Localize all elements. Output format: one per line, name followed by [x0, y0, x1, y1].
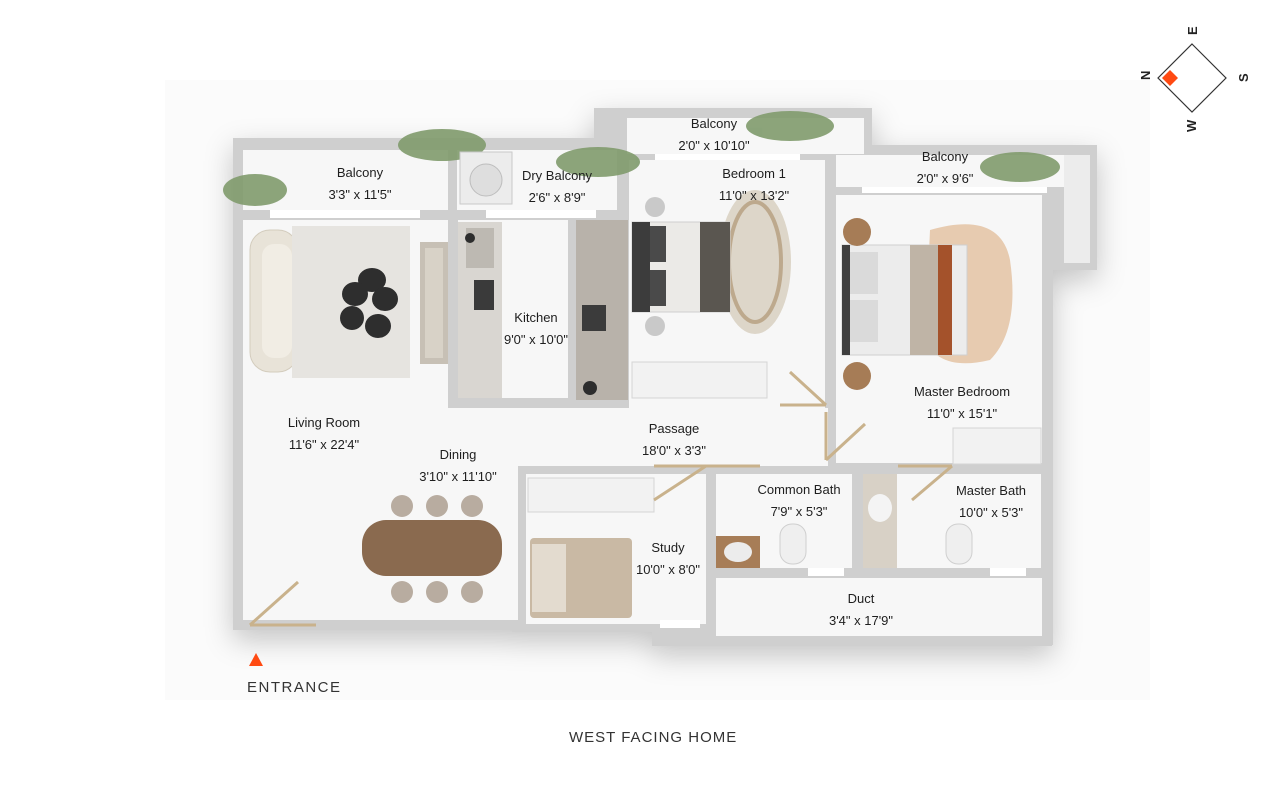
kitchen-counters [458, 220, 628, 400]
washing-machine [459, 151, 513, 205]
compass-e: E [1185, 26, 1200, 35]
entrance-marker-icon [249, 653, 263, 666]
plants [223, 111, 1060, 206]
doors [248, 370, 953, 627]
entrance-label: ENTRANCE [247, 679, 342, 696]
study-furniture [527, 477, 655, 618]
compass-w: W [1184, 119, 1199, 132]
footer-caption: WEST FACING HOME [569, 729, 738, 746]
coffee-tables [340, 268, 398, 338]
compass-n: N [1138, 71, 1153, 80]
bath-fixtures [716, 474, 973, 568]
compass-s: S [1236, 73, 1251, 82]
dining-set [362, 495, 502, 603]
master-furniture [841, 218, 1042, 465]
bedroom1-furniture [631, 190, 791, 399]
windows [270, 154, 1047, 628]
compass-icon: N E S W [1138, 26, 1251, 132]
